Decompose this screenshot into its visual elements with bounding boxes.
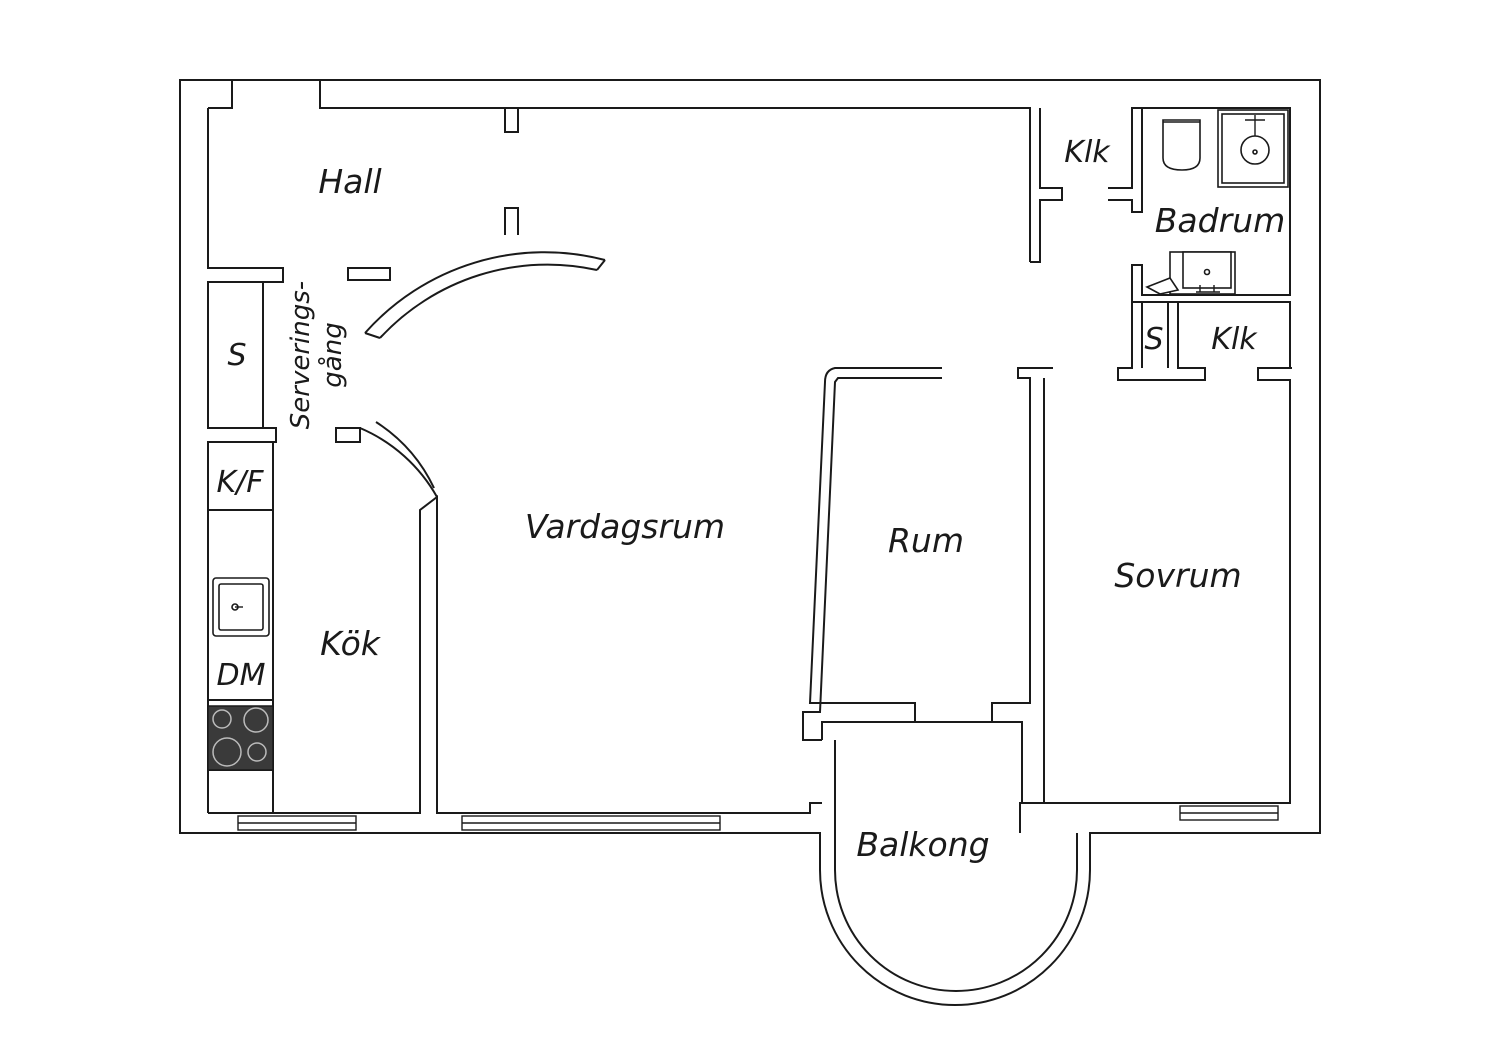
- interior-walls: [207, 107, 1291, 813]
- label-s-left: S: [227, 338, 246, 373]
- label-rum: Rum: [888, 521, 964, 560]
- toilet-icon: [1162, 119, 1201, 171]
- label-vardagsrum: Vardagsrum: [525, 507, 725, 546]
- outer-walls: [179, 79, 1321, 1006]
- arched-openings: [359, 251, 606, 498]
- label-hall: Hall: [318, 162, 381, 201]
- label-balkong: Balkong: [856, 825, 989, 864]
- label-sovrum: Sovrum: [1114, 556, 1241, 595]
- stove-icon: [207, 705, 274, 771]
- washbasin-icon: [1145, 251, 1236, 295]
- sink-icon: [212, 577, 270, 637]
- label-serveringsgang: Serverings- gång: [286, 281, 348, 429]
- shower-icon: [1217, 109, 1289, 188]
- label-klk-right: Klk: [1211, 322, 1258, 357]
- label-serverings-line2: gång: [317, 322, 348, 387]
- label-klk-top: Klk: [1064, 135, 1111, 170]
- label-s-small: S: [1144, 322, 1163, 357]
- balcony-outline: [834, 740, 1078, 992]
- label-kok: Kök: [320, 624, 382, 663]
- label-badrum: Badrum: [1155, 201, 1285, 240]
- label-serverings-line1: Serverings-: [286, 281, 316, 429]
- label-dm: DM: [217, 658, 266, 693]
- label-kf: K/F: [216, 465, 264, 500]
- windows: [237, 805, 1279, 831]
